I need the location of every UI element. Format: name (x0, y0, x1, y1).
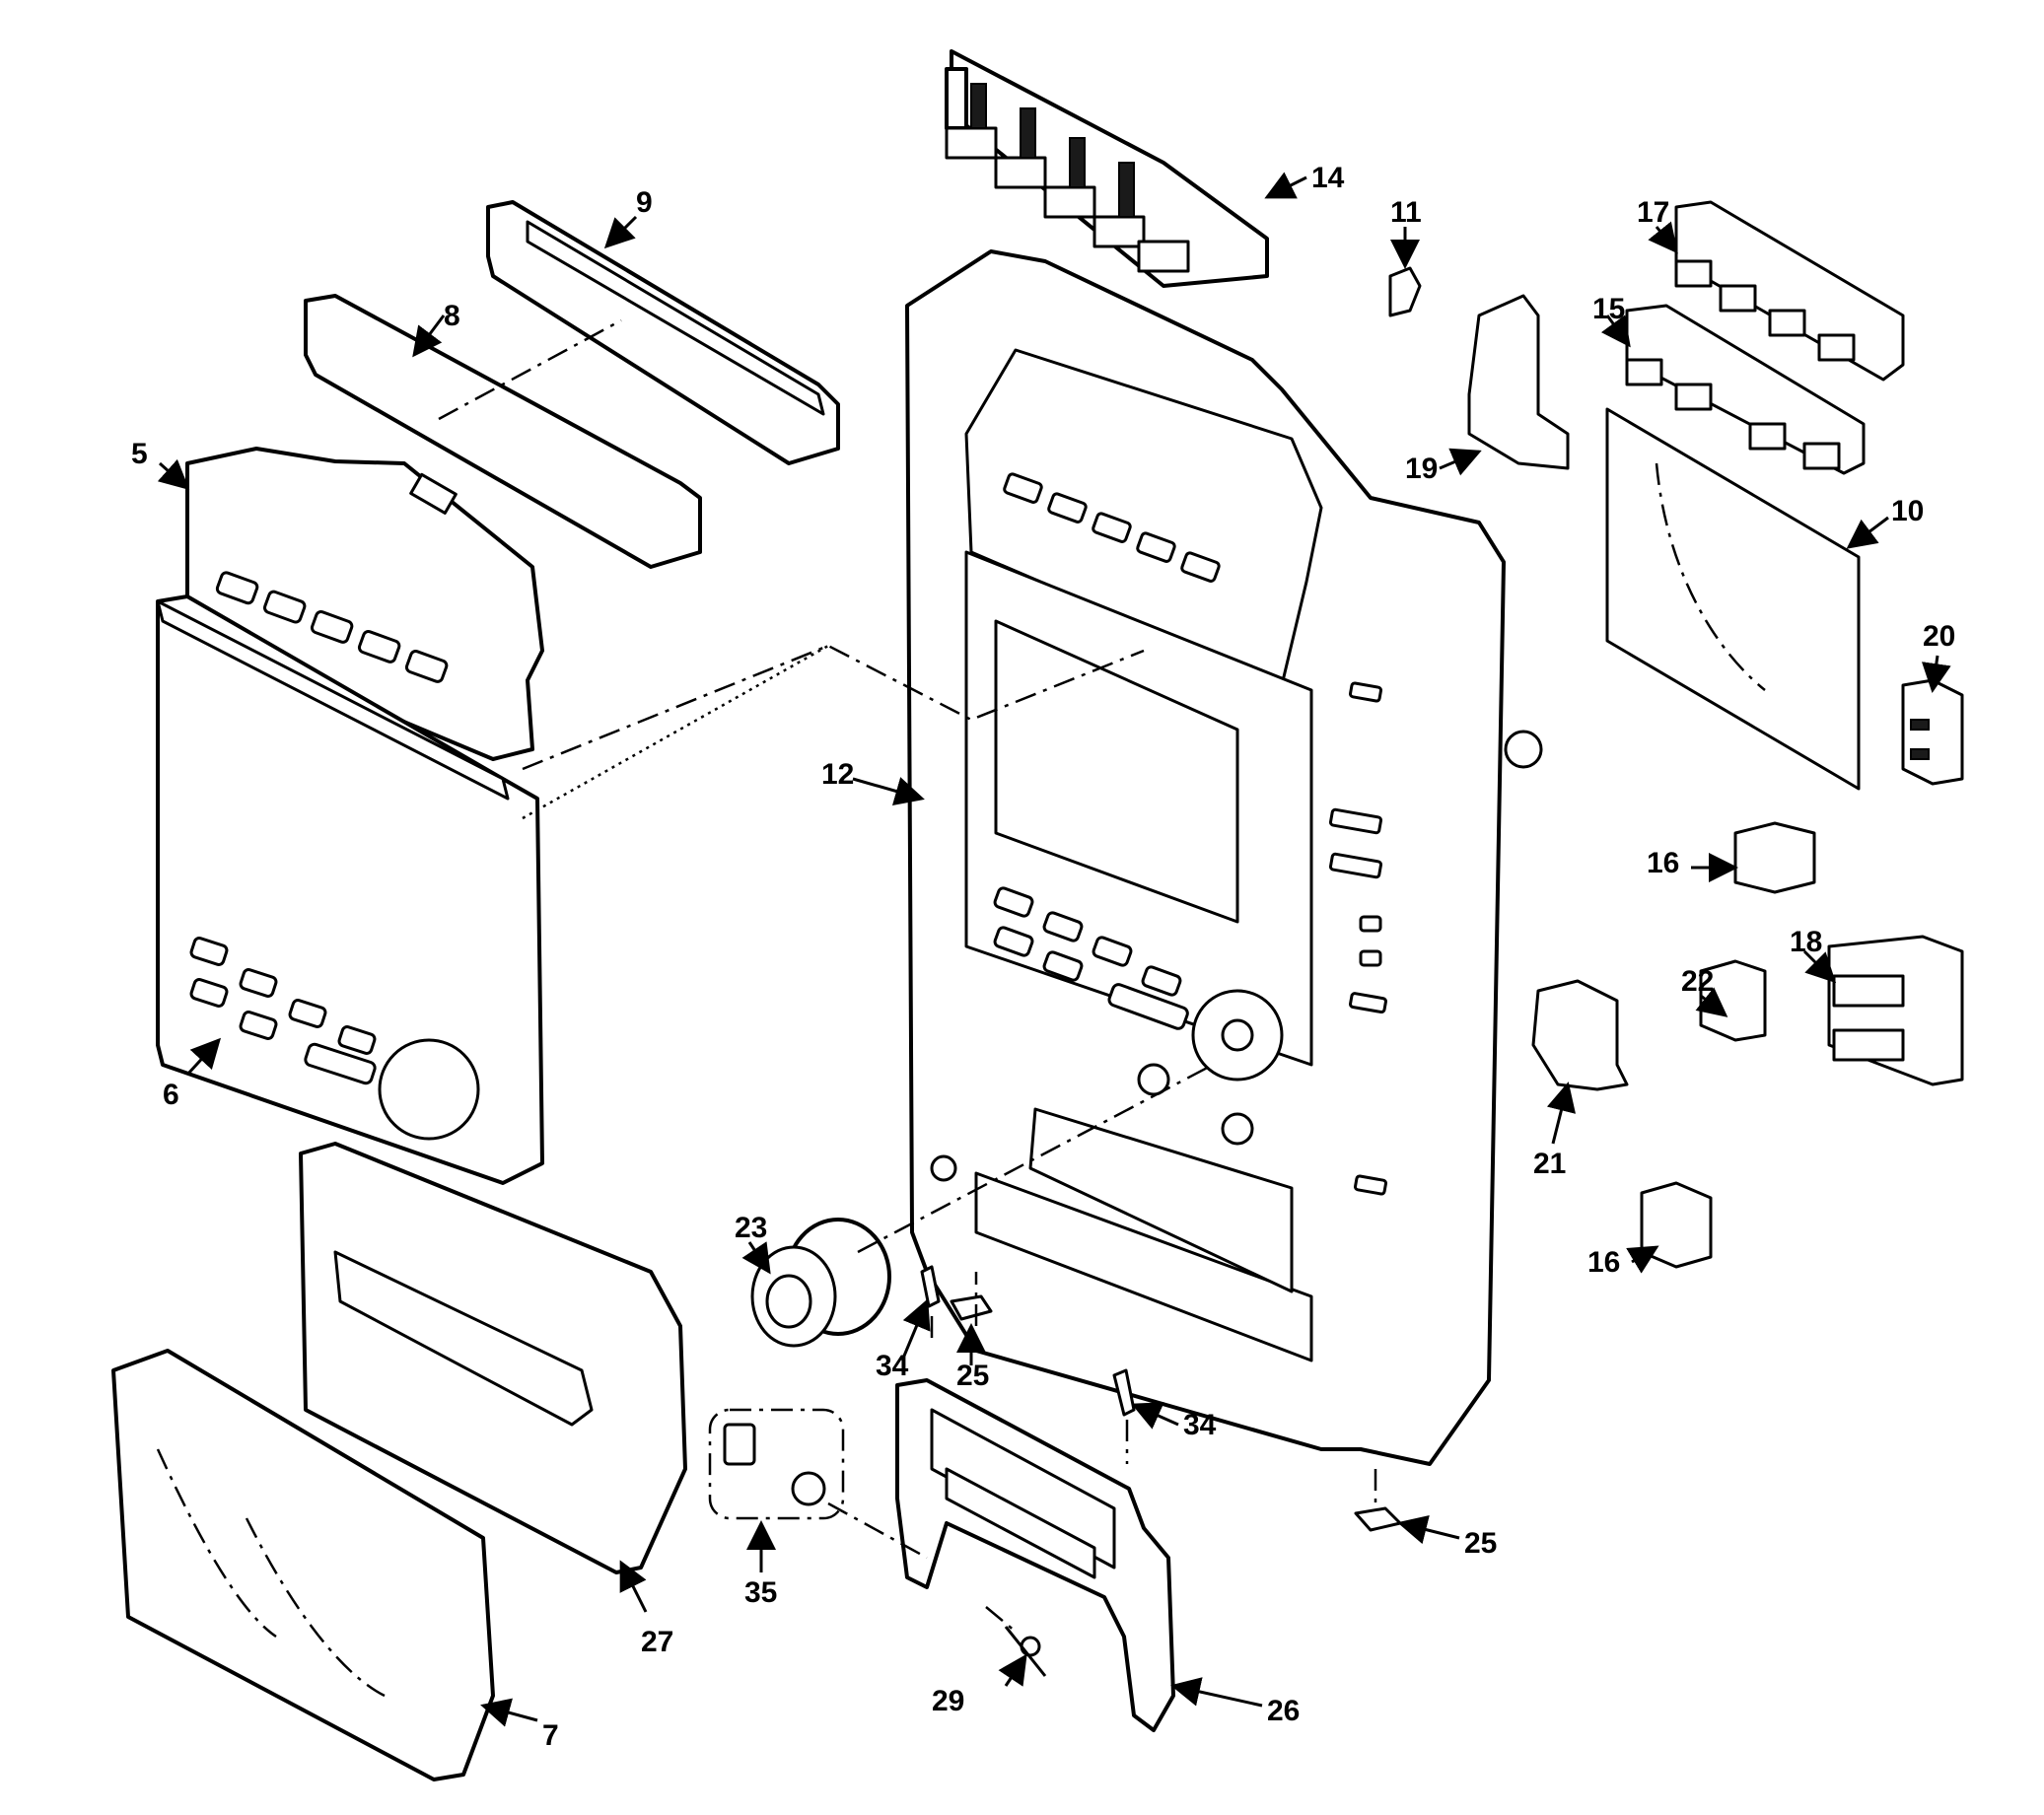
callout-25-upper: 25 (956, 1360, 989, 1392)
part-12-main-cabinet (905, 249, 1543, 1466)
leader-lines (157, 172, 1951, 1727)
part-16-upper-clip (1733, 821, 1816, 894)
part-15-button-strip (1625, 304, 1866, 475)
callout-29: 29 (932, 1685, 964, 1717)
callout-9: 9 (636, 186, 653, 219)
part-6-front-panel (156, 594, 544, 1185)
part-26-mechanism-bracket (895, 1378, 1175, 1732)
part-9-top-bar (486, 200, 840, 465)
callout-17: 17 (1637, 196, 1669, 229)
part-29-pin (1004, 1626, 1047, 1677)
part-5-top-panel (185, 447, 544, 761)
part-11-clip (1388, 266, 1422, 317)
part-14-button-block (945, 49, 1269, 288)
callout-11: 11 (1390, 196, 1422, 229)
part-25-pad-lower (1354, 1506, 1402, 1532)
callout-26: 26 (1267, 1695, 1300, 1727)
part-25-pad-upper (950, 1294, 993, 1321)
callout-15: 15 (1592, 293, 1625, 325)
assembly-guide-lines (438, 318, 1377, 1633)
callout-7: 7 (542, 1719, 559, 1752)
part-22-clip (1699, 959, 1767, 1042)
part-23-knob (750, 1218, 891, 1348)
callout-labels: 5 6 7 8 9 10 11 12 14 15 16 16 17 18 19 … (131, 162, 1955, 1752)
callout-23: 23 (735, 1212, 767, 1244)
callout-22: 22 (1681, 965, 1714, 998)
callout-14: 14 (1311, 162, 1345, 194)
callout-35: 35 (744, 1576, 777, 1609)
part-8-bar (304, 294, 702, 569)
callout-25-lower: 25 (1464, 1527, 1497, 1560)
callout-12: 12 (821, 758, 854, 791)
callout-18: 18 (1790, 926, 1822, 958)
part-20-clip (1901, 678, 1964, 786)
part-16-lower-clip (1640, 1181, 1713, 1269)
callout-16-upper: 16 (1647, 847, 1679, 879)
part-17-button-strip (1674, 200, 1905, 382)
callout-21: 21 (1533, 1148, 1566, 1180)
part-10-window-panel (1605, 407, 1861, 791)
part-7-clear-lid (111, 1349, 495, 1781)
part-27-cassette-frame (299, 1142, 687, 1574)
callout-34-lower: 34 (1183, 1409, 1217, 1441)
part-18-bracket (1827, 935, 1964, 1086)
callout-10: 10 (1891, 495, 1924, 527)
part-35-knob-assembly (708, 1408, 845, 1520)
callout-5: 5 (131, 438, 148, 470)
callout-8: 8 (444, 300, 460, 332)
callout-20: 20 (1923, 620, 1955, 653)
part-34-spring-upper (920, 1265, 941, 1308)
callout-16-lower: 16 (1587, 1246, 1620, 1279)
part-19-bracket (1467, 294, 1570, 470)
callout-19: 19 (1405, 453, 1438, 485)
callout-34-upper: 34 (876, 1350, 909, 1382)
part-21-bracket (1531, 979, 1629, 1091)
callout-6: 6 (163, 1079, 179, 1111)
callout-27: 27 (641, 1626, 673, 1658)
